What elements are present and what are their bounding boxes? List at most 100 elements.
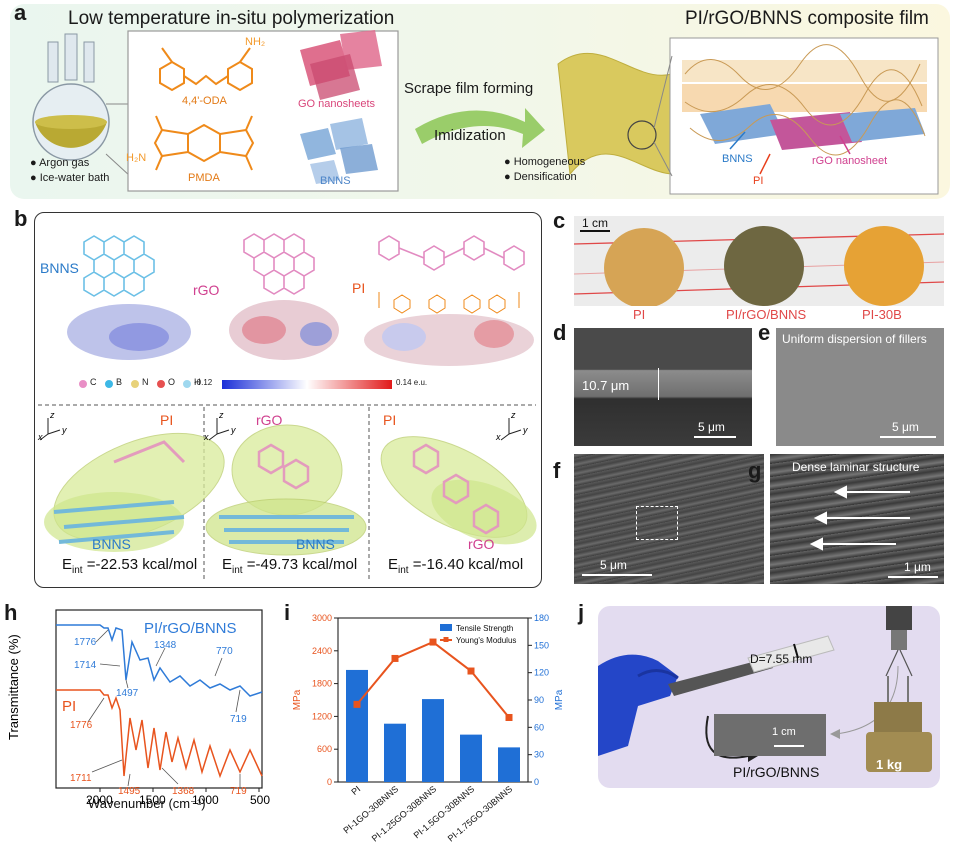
film-pi-disc (604, 228, 684, 306)
rgo-bnns-interaction-icon (205, 424, 367, 556)
mol-rgo-label: rGO (193, 282, 220, 298)
panel-c-photo (574, 216, 944, 306)
pi-rgo-interaction-icon (380, 436, 537, 545)
panel-j-label: j (578, 600, 585, 625)
modulus-point-2 (391, 654, 399, 662)
peak-bottom-1495: 1495 (118, 786, 141, 797)
ytick-left-label: 1200 (312, 711, 332, 721)
pi-formula-icon (378, 292, 520, 314)
peak-top-1348: 1348 (154, 640, 177, 651)
modulus-point-3 (429, 638, 437, 646)
esp-color-scale (222, 380, 392, 389)
photo-scale-bar (580, 230, 610, 232)
ytick-right-label: 0 (534, 777, 539, 787)
curved-arrow-icon (705, 715, 749, 759)
panel-i-label: i (284, 600, 291, 625)
atom-legend (79, 380, 191, 388)
sem-fracture-f: 5 μm (574, 454, 764, 584)
bar-3 (422, 699, 444, 782)
condition-ice-bath-label: ● Ice-water bath (30, 172, 110, 184)
roll-diameter-label: D=7.55 mm (750, 652, 813, 666)
feature-homogeneous-label: ● Homogeneous (504, 156, 586, 168)
axis2-z: z (219, 410, 224, 420)
axis1-y: y (62, 425, 67, 435)
pi-chain-icon (378, 235, 525, 271)
mol-bnns-label: BNNS (40, 260, 79, 276)
peak-bottom-1711: 1711 (70, 773, 92, 784)
film-composite-label: PI/rGO/BNNS (726, 307, 807, 322)
structure-rgo-label: rGO nanosheet (812, 155, 888, 167)
panel-b-label: b (14, 206, 28, 231)
ftir-series-pi (56, 689, 263, 779)
atom-legend-b: B (116, 377, 123, 387)
bnns-sheets-icon (300, 118, 378, 184)
panel-a-artwork (32, 30, 939, 195)
legend-label-tensile: Tensile Strength (456, 624, 513, 633)
peak-bottom-1776: 1776 (70, 720, 93, 731)
weight-icon (866, 676, 932, 772)
structure-pi-label: PI (753, 175, 764, 187)
ftir-xtick-1000: 1000 (192, 793, 219, 807)
sample-scale-label: 1 cm (772, 726, 796, 738)
scale-bar-f (582, 574, 652, 576)
structure-bnns-label: BNNS (722, 153, 753, 165)
axis2-y: y (231, 425, 236, 435)
peak-bottom-1368: 1368 (172, 786, 195, 797)
bar-2 (384, 723, 406, 782)
ftir-peak-leaders (87, 629, 241, 788)
axis3-z: z (511, 410, 516, 420)
tweezers-icon (668, 658, 773, 696)
monomer-oda-label: 4,4'-ODA (182, 95, 227, 107)
photo-scale-label: 1 cm (582, 216, 609, 230)
ftir-xtick-500: 500 (250, 793, 271, 807)
nh2-right-label: NH₂ (245, 36, 266, 48)
pi-bnns-interaction-icon (44, 432, 225, 552)
scale-label-g: 1 μm (904, 560, 931, 574)
bar-5 (498, 747, 520, 782)
composite-structure-icon (682, 44, 927, 156)
panel-e-label: e (758, 320, 771, 345)
film-sample-icon (714, 714, 826, 756)
legend-label-modulus: Young's Modulus (456, 636, 516, 645)
sample-name-label: PI/rGO/BNNS (733, 764, 820, 780)
film-pi30b-label: PI-30B (862, 307, 902, 322)
process-scrape-label: Scrape film forming (404, 80, 534, 97)
condition-argon-label: ● Argon gas (30, 157, 90, 169)
axis-icon-1 (39, 418, 61, 441)
caption-g: Dense laminar structure (792, 460, 920, 474)
rgo-lattice-icon (243, 233, 315, 295)
energy-2: Eint =-49.73 kcal/mol (222, 556, 358, 576)
panel-b-artwork (38, 233, 537, 582)
pair1-bnns-label: BNNS (92, 536, 131, 552)
axis1-x: x (38, 432, 43, 442)
caption-e: Uniform dispersion of fillers (782, 332, 927, 346)
bar-4 (460, 734, 482, 782)
category-label-3: PI-1.25GO-30BNNS (370, 784, 439, 844)
pmda-molecule-icon (153, 115, 255, 171)
laminar-arrows (809, 485, 910, 551)
panel-g-label: g (748, 458, 762, 483)
esp-scale-min: -0.12 (194, 378, 213, 387)
three-neck-flask-icon (32, 33, 110, 161)
peak-top-1776: 1776 (74, 637, 97, 648)
ytick-right-label: 120 (534, 668, 549, 678)
ytick-left-label: 0 (327, 777, 332, 787)
panel-c-label: c (553, 208, 566, 233)
ftir-series-composite (56, 624, 263, 697)
mol-pi-label: PI (352, 280, 366, 296)
ytick-right-label: 90 (534, 695, 544, 705)
nh2-left-label: H₂N (126, 152, 147, 164)
peak-top-770: 770 (216, 646, 233, 657)
axis-icon-2 (208, 418, 230, 441)
thickness-label: 10.7 μm (582, 378, 630, 393)
process-imidization-label: Imidization (434, 127, 506, 144)
thickness-arrow (658, 368, 659, 400)
ftir-ylabel: Transmittance (%) (6, 634, 21, 740)
energy-3: Eint =-16.40 kcal/mol (388, 556, 524, 576)
panel-d-label: d (553, 320, 567, 345)
peak-top-719: 719 (230, 714, 247, 725)
film-pi-label: PI (633, 307, 646, 322)
ytick-right-label: 60 (534, 722, 544, 732)
